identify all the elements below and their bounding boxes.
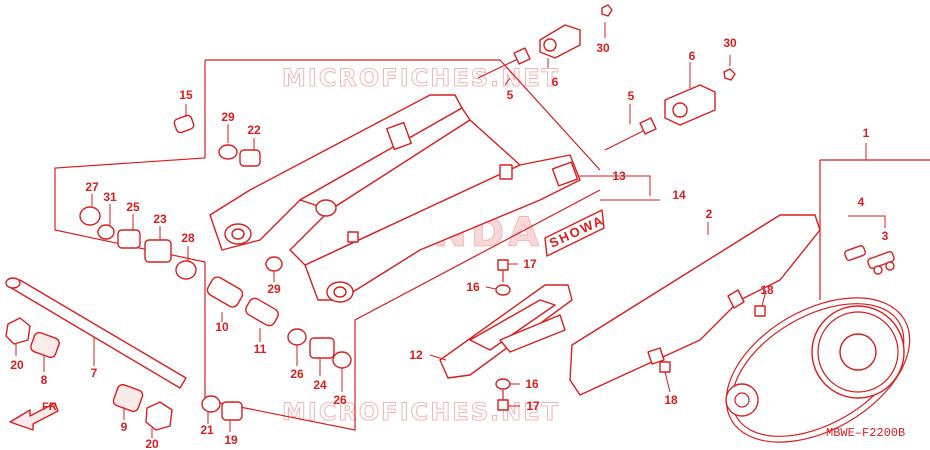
showa-decal[interactable]: SHOWA <box>544 209 607 257</box>
callout-29: 29 <box>267 282 281 296</box>
callout-20: 20 <box>10 358 24 372</box>
dust-seal-right[interactable] <box>112 383 144 413</box>
chain-adjuster-left[interactable] <box>539 24 581 59</box>
callout-7: 7 <box>91 366 98 380</box>
adjuster-bolt-upper[interactable] <box>477 47 531 79</box>
callout-6: 6 <box>689 49 696 63</box>
callout-10: 10 <box>215 320 229 334</box>
callout-3: 3 <box>882 229 889 243</box>
callout-16: 16 <box>525 377 539 391</box>
callout-30: 30 <box>723 36 737 50</box>
pivot-nut-right[interactable] <box>145 401 173 431</box>
callout-14: 14 <box>672 188 686 202</box>
callout-30: 30 <box>596 41 610 55</box>
front-direction-arrow: FR <box>9 401 59 431</box>
lock-nut-lower[interactable] <box>723 68 736 81</box>
callout-4: 4 <box>858 195 865 209</box>
callout-24: 24 <box>313 378 327 392</box>
callout-18: 18 <box>664 393 678 407</box>
chain-adjuster-right[interactable] <box>664 84 716 126</box>
callout-16: 16 <box>466 280 480 294</box>
direction-label: FR <box>42 401 57 413</box>
callout-11: 11 <box>254 342 267 356</box>
callout-26: 26 <box>333 393 347 407</box>
callout-9: 9 <box>121 420 128 434</box>
leader-lines <box>15 22 886 438</box>
callout-5: 5 <box>628 89 635 103</box>
callout-18: 18 <box>760 283 774 297</box>
callout-5: 5 <box>507 88 514 102</box>
callout-15: 15 <box>179 88 193 102</box>
callout-21: 21 <box>200 423 214 437</box>
assembly-outline <box>54 59 930 431</box>
adjuster-bolt-lower[interactable] <box>604 117 657 151</box>
callout-23: 23 <box>153 212 167 226</box>
pivot-nut-left[interactable] <box>5 317 31 345</box>
washer-21[interactable] <box>201 395 221 413</box>
bushing-19[interactable] <box>221 401 243 421</box>
callout-17: 17 <box>526 399 540 413</box>
distance-collar[interactable] <box>244 296 281 328</box>
callout-17: 17 <box>523 257 537 271</box>
pivot-bushing-parts[interactable] <box>79 114 283 280</box>
drive-chain[interactable] <box>701 268 930 450</box>
chain-slider[interactable] <box>439 284 573 379</box>
callout-19: 19 <box>224 433 238 447</box>
callout-12: 12 <box>409 348 423 362</box>
callout-31: 31 <box>103 190 117 204</box>
callout-29: 29 <box>221 110 235 124</box>
callout-20: 20 <box>145 437 159 450</box>
callout-27: 27 <box>85 180 99 194</box>
callout-2: 2 <box>706 207 713 221</box>
callout-6: 6 <box>552 75 559 89</box>
bearing-24[interactable] <box>309 337 335 359</box>
master-link-kit[interactable] <box>844 245 895 275</box>
drawing-code: MBWE–F2200B <box>826 426 905 440</box>
callout-8: 8 <box>41 373 48 387</box>
dust-seal-left[interactable] <box>29 331 60 359</box>
callout-25: 25 <box>126 200 140 214</box>
callout-26: 26 <box>290 367 304 381</box>
drive-sprocket[interactable] <box>725 383 759 417</box>
watermark-bottom: MICROFICHES.NET <box>282 398 560 426</box>
chain-case[interactable] <box>569 214 821 396</box>
callout-22: 22 <box>247 123 261 137</box>
pivot-shaft[interactable] <box>5 277 187 389</box>
driven-sprocket[interactable] <box>811 305 905 399</box>
pivot-collar[interactable] <box>205 275 244 309</box>
callout-labels: 30 6 5 6 30 5 15 29 22 1 13 14 27 31 25 … <box>10 36 888 450</box>
seal-26b[interactable] <box>332 351 352 369</box>
lock-nut-upper[interactable] <box>601 4 613 17</box>
watermark-top: MICROFICHES.NET <box>282 64 560 92</box>
callout-13: 13 <box>612 169 626 183</box>
callout-28: 28 <box>181 231 195 245</box>
swingarm[interactable] <box>209 94 581 303</box>
callout-1: 1 <box>863 126 870 140</box>
seal-26a[interactable] <box>287 328 307 346</box>
